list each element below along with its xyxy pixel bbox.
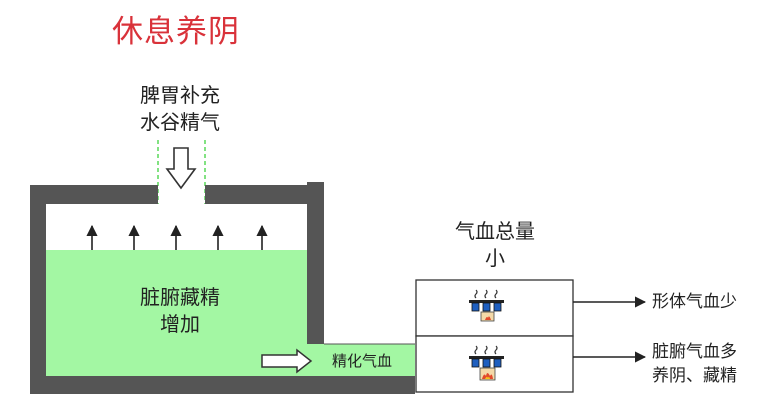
channel-fluid [307, 344, 415, 376]
tank-label: 脏腑藏精 增加 [110, 284, 250, 338]
tank-roof-right [205, 185, 307, 204]
down-arrow-icon [165, 147, 197, 190]
output-lower-label: 脏腑气血多 养阴、藏精 [652, 340, 737, 388]
fire-stove-icon [469, 345, 504, 381]
tank-wall-right [307, 182, 324, 344]
tank-wall-left [30, 204, 46, 394]
input-label: 脾胃补充 水谷精气 [128, 82, 232, 136]
input-label-line2: 水谷精气 [140, 110, 220, 134]
tank-label-line1: 脏腑藏精 [140, 285, 220, 309]
total-label-line1: 气血总量 [455, 219, 535, 243]
right-hollow-arrow-icon [261, 348, 313, 374]
diagram-title: 休息养阴 [112, 14, 240, 50]
total-label-line2: 小 [485, 246, 505, 270]
output-upper-label: 形体气血少 [652, 292, 737, 312]
input-label-line1: 脾胃补充 [140, 83, 220, 107]
channel-label: 精化气血 [332, 352, 393, 370]
output-lower-label-line1: 脏腑气血多 [652, 342, 737, 362]
tank-floor [46, 376, 415, 394]
tank-roof-left [30, 185, 158, 204]
output-lower-label-line2: 养阴、藏精 [652, 366, 737, 386]
pot-stove-icon [469, 289, 504, 322]
total-label: 气血总量 小 [430, 218, 560, 272]
tank-label-line2: 增加 [160, 312, 200, 336]
